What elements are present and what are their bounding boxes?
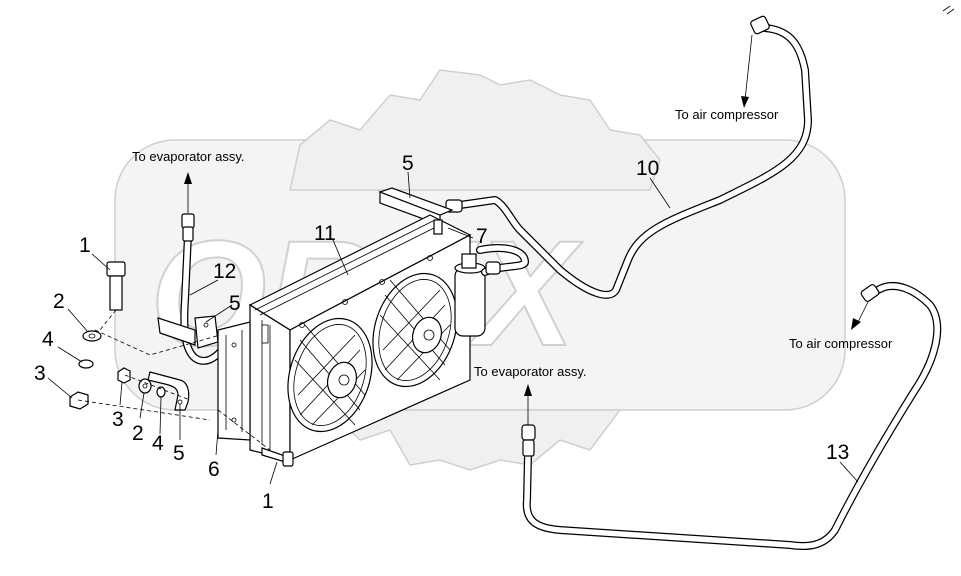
callout-5-top: 5 [402, 152, 414, 175]
callout-2-bottom: 2 [132, 422, 144, 445]
leader-lines [47, 171, 859, 485]
washer-2-left [82, 330, 102, 342]
callout-1-bottom: 1 [262, 490, 274, 513]
label-air-compressor-top: To air compressor [675, 107, 779, 122]
callout-11: 11 [314, 222, 336, 245]
arrow-evaporator-bottom [524, 384, 532, 425]
callout-1-top: 1 [79, 234, 91, 257]
bracket-5-mid [157, 315, 219, 349]
callout-3-left: 3 [34, 362, 46, 385]
fan-right [372, 272, 458, 388]
nut-3-bottom [117, 367, 131, 384]
callout-4-left: 4 [42, 328, 54, 351]
callout-13: 13 [826, 441, 849, 464]
callout-12: 12 [213, 260, 236, 283]
arrow-air-compressor-top [741, 34, 753, 108]
lockwasher-4-left [78, 359, 94, 369]
assembly-dashed-lines [77, 309, 271, 451]
callout-5-mid: 5 [229, 292, 241, 315]
hose-10 [445, 15, 812, 299]
corner-mark [942, 5, 955, 15]
callout-5-bottom: 5 [173, 442, 185, 465]
arrow-evaporator-left [184, 172, 192, 213]
callout-2-left: 2 [53, 290, 65, 313]
callout-4-bottom: 4 [152, 432, 164, 455]
hose-12 [180, 213, 226, 365]
hose-13 [521, 282, 942, 551]
callout-7: 7 [476, 225, 488, 248]
label-air-compressor-right: To air compressor [789, 336, 893, 351]
fan-left [287, 317, 373, 433]
bracket-5-top [378, 187, 454, 226]
bolt-1-bottom [261, 447, 294, 467]
arrow-air-compressor-right [851, 301, 869, 330]
label-evaporator-bottom: To evaporator assy. [474, 364, 586, 379]
frame-6 [217, 321, 251, 441]
washer-2-bottom [138, 378, 152, 394]
callout-numbers: 1 2 4 3 3 2 4 5 6 1 11 12 5 5 7 10 13 [34, 152, 849, 513]
callout-6: 6 [208, 458, 220, 481]
callout-3-bottom: 3 [112, 408, 124, 431]
callout-10: 10 [636, 157, 659, 180]
receiver-drier-7 [433, 219, 529, 337]
label-evaporator-left: To evaporator assy. [132, 149, 244, 164]
